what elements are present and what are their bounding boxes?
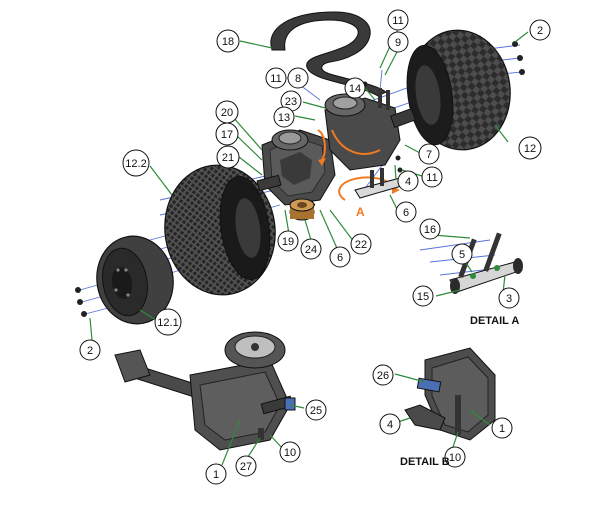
left-rear-tire: [164, 164, 276, 296]
transaxle-closeup-right: [404, 347, 496, 441]
callout-12: 12: [518, 136, 542, 160]
callout-24: 24: [300, 238, 322, 260]
svg-text:4: 4: [387, 419, 393, 431]
callout-20: 20: [215, 100, 239, 124]
svg-text:23: 23: [285, 96, 297, 108]
callout-13: 13: [273, 106, 295, 128]
svg-text:11: 11: [426, 172, 437, 184]
svg-text:9: 9: [395, 37, 401, 49]
svg-text:1: 1: [213, 469, 219, 481]
callout-7: 7: [418, 143, 440, 165]
callout-2: 2: [79, 339, 101, 361]
right-transaxle: [324, 88, 417, 171]
callout-23: 23: [280, 90, 302, 112]
callout-6: 6: [329, 246, 351, 268]
svg-text:2: 2: [537, 25, 543, 37]
svg-text:5: 5: [459, 249, 465, 261]
callout-2: 2: [529, 19, 551, 41]
detail-b-label: DETAIL B: [400, 456, 450, 468]
callout-11: 11: [421, 166, 443, 188]
callout-1: 1: [491, 417, 513, 439]
drive-belt: [270, 11, 387, 97]
callout-4: 4: [397, 170, 419, 192]
brake-bracket: [354, 168, 406, 199]
svg-text:17: 17: [221, 129, 233, 141]
svg-text:7: 7: [426, 149, 432, 161]
svg-text:2: 2: [87, 345, 93, 357]
svg-text:12: 12: [524, 143, 536, 155]
callout-4: 4: [379, 413, 401, 435]
svg-text:8: 8: [295, 73, 301, 85]
svg-text:24: 24: [305, 244, 317, 256]
svg-text:10: 10: [449, 452, 461, 464]
svg-text:13: 13: [278, 112, 290, 124]
callout-10: 10: [444, 446, 466, 468]
callout-group: 18 11 9 2 11 8 14 23 20 13 17 21 12.2 12…: [79, 9, 551, 485]
detail-a-label: DETAIL A: [470, 315, 519, 327]
callout-5: 5: [451, 243, 473, 265]
svg-text:11: 11: [270, 73, 281, 85]
callout-3: 3: [498, 287, 520, 309]
callout-21: 21: [216, 145, 240, 169]
callout-26: 26: [372, 364, 394, 386]
callout-11: 11: [387, 9, 409, 31]
svg-text:10: 10: [284, 447, 296, 459]
transaxle-closeup-left: [114, 331, 296, 451]
detail-a-marker: A: [356, 205, 365, 219]
callout-8: 8: [287, 67, 309, 89]
bushing: [289, 198, 315, 221]
svg-text:20: 20: [221, 107, 233, 119]
callout-25: 25: [305, 399, 327, 421]
svg-text:27: 27: [240, 461, 252, 473]
svg-text:4: 4: [405, 176, 411, 188]
callout-1: 1: [205, 463, 227, 485]
svg-text:18: 18: [222, 36, 234, 48]
svg-text:14: 14: [349, 83, 361, 95]
right-rear-tire: [406, 29, 511, 151]
callout-16: 16: [419, 218, 441, 240]
svg-text:11: 11: [392, 15, 403, 27]
svg-text:15: 15: [417, 291, 429, 303]
svg-text:3: 3: [506, 293, 512, 305]
svg-text:12.1: 12.1: [157, 317, 178, 329]
svg-text:6: 6: [403, 207, 409, 219]
callout-27: 27: [235, 455, 257, 477]
callout-18: 18: [216, 29, 240, 53]
callout-6: 6: [395, 201, 417, 223]
svg-text:19: 19: [282, 236, 294, 248]
callout-17: 17: [215, 122, 239, 146]
callout-15: 15: [412, 285, 434, 307]
callout-10: 10: [279, 441, 301, 463]
callout-11: 11: [265, 67, 287, 89]
svg-text:12.2: 12.2: [125, 158, 146, 170]
callout-12-2: 12.2: [122, 149, 150, 177]
left-transaxle: [256, 129, 336, 206]
callout-12-1: 12.1: [154, 308, 182, 336]
svg-text:26: 26: [377, 370, 389, 382]
svg-text:25: 25: [310, 405, 322, 417]
callout-14: 14: [344, 77, 366, 99]
svg-text:1: 1: [499, 423, 505, 435]
callout-9: 9: [387, 31, 409, 53]
svg-text:22: 22: [355, 239, 367, 251]
svg-text:21: 21: [222, 152, 234, 164]
svg-text:6: 6: [337, 252, 343, 264]
svg-text:16: 16: [424, 224, 436, 236]
wheel-rim: [96, 235, 174, 325]
callout-22: 22: [350, 233, 372, 255]
callout-19: 19: [277, 230, 299, 252]
